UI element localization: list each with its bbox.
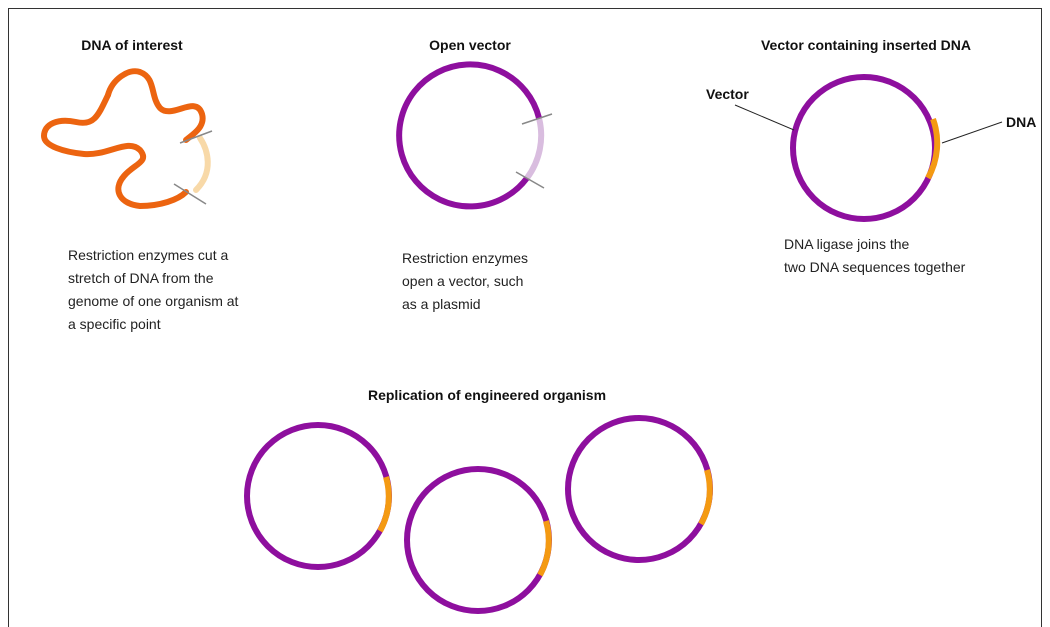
desc-line: a specific point bbox=[68, 316, 161, 332]
cut-mark-lower bbox=[515, 171, 545, 189]
plasmid-ring bbox=[244, 422, 392, 570]
desc-line: as a plasmid bbox=[402, 296, 481, 312]
desc-inserted-vector: DNA ligase joins the two DNA sequences t… bbox=[784, 233, 965, 279]
plasmid-ring bbox=[404, 466, 552, 614]
vector-ring bbox=[790, 74, 938, 222]
desc-line: open a vector, such bbox=[402, 273, 524, 289]
desc-dna-of-interest: Restriction enzymes cut a stretch of DNA… bbox=[68, 244, 238, 336]
title-dna-of-interest: DNA of interest bbox=[81, 37, 183, 53]
dna-pointer bbox=[941, 121, 1003, 144]
plasmid-ring bbox=[565, 415, 713, 563]
title-open-vector: Open vector bbox=[429, 37, 511, 53]
desc-line: Restriction enzymes cut a bbox=[68, 247, 229, 263]
dna-strand-main bbox=[105, 68, 206, 143]
title-replication: Replication of engineered organism bbox=[367, 387, 607, 403]
diagram-frame bbox=[8, 8, 1042, 627]
desc-open-vector: Restriction enzymes open a vector, such … bbox=[402, 247, 528, 316]
desc-line: genome of one organism at bbox=[68, 293, 239, 309]
desc-line: two DNA sequences together bbox=[784, 259, 966, 275]
desc-line: Restriction enzymes bbox=[402, 250, 529, 266]
dna-insert bbox=[925, 117, 941, 180]
plasmid-copy-2 bbox=[404, 466, 552, 614]
desc-line: DNA ligase joins the bbox=[784, 236, 910, 252]
dna-strand-lower bbox=[40, 92, 189, 210]
vector-pointer bbox=[734, 104, 795, 131]
plasmid-insert bbox=[377, 476, 392, 533]
plasmid-insert bbox=[698, 469, 713, 526]
desc-line: stretch of DNA from the bbox=[68, 270, 214, 286]
plasmid-copy-1 bbox=[244, 422, 392, 570]
open-vector-gap bbox=[524, 117, 545, 180]
cut-mark-upper bbox=[521, 113, 553, 125]
label-dna: DNA bbox=[1006, 114, 1037, 130]
open-vector bbox=[396, 61, 553, 210]
cut-mark-lower bbox=[173, 183, 207, 205]
cut-mark-upper bbox=[179, 130, 213, 144]
dna-strand bbox=[40, 68, 213, 210]
label-vector: Vector bbox=[706, 86, 749, 102]
open-vector-ring bbox=[396, 61, 542, 210]
plasmid-insert bbox=[537, 520, 552, 577]
dna-excised-segment bbox=[193, 135, 211, 193]
recombinant-vector bbox=[734, 74, 1003, 222]
title-inserted-vector: Vector containing inserted DNA bbox=[760, 37, 972, 53]
plasmid-copy-3 bbox=[565, 415, 713, 563]
